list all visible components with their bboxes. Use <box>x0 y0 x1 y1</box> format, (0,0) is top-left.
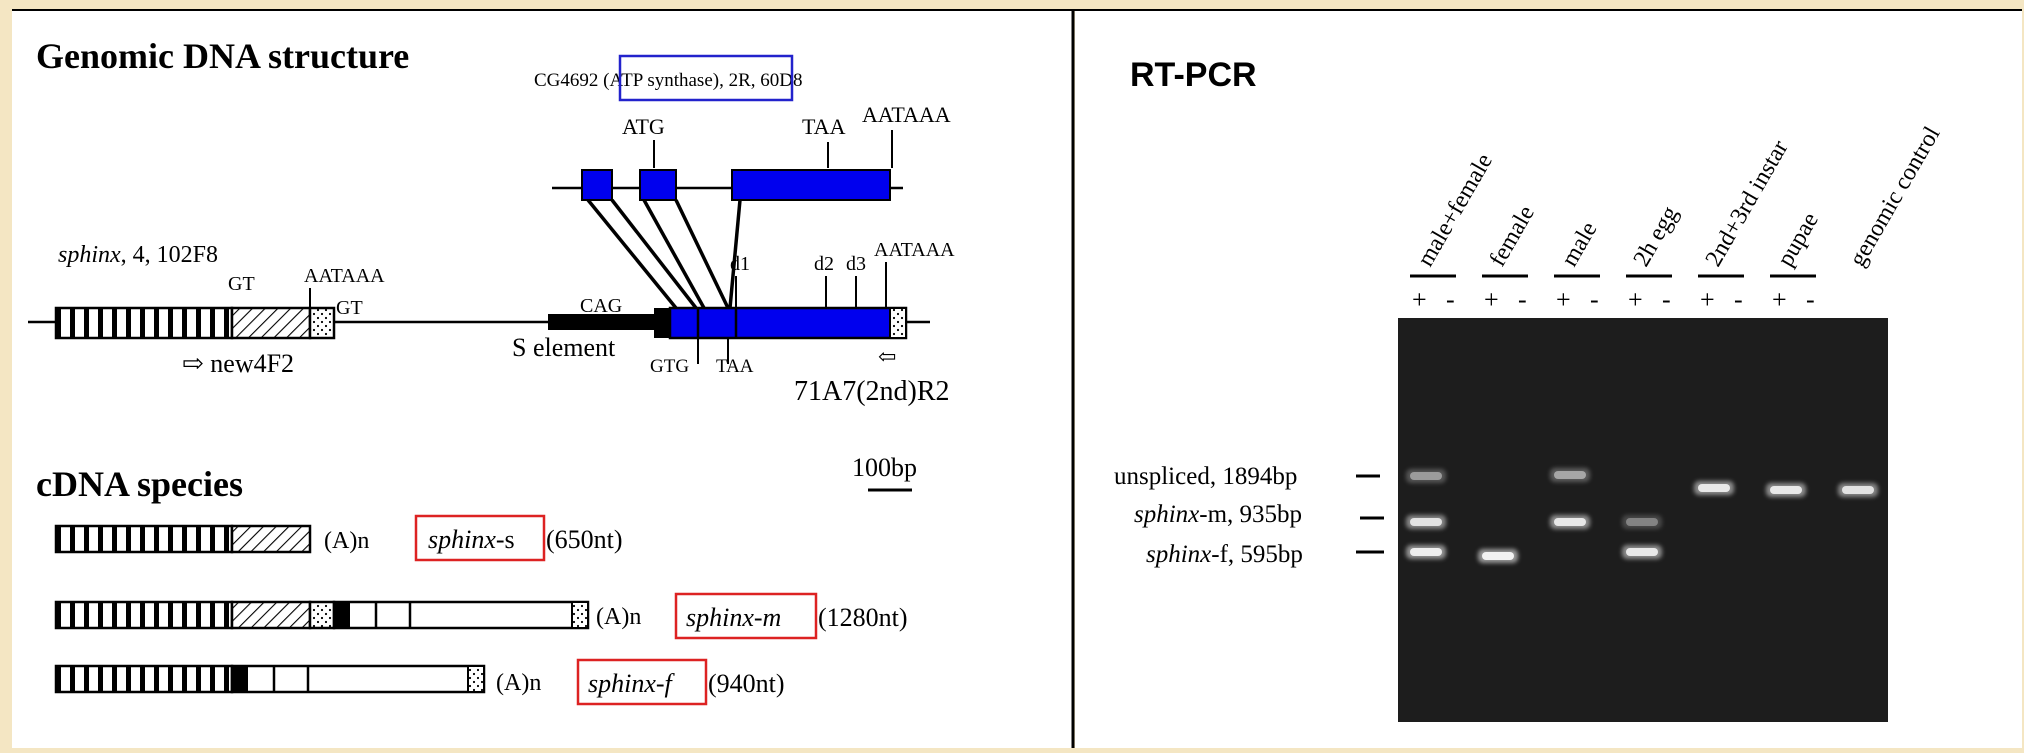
cg-label: CG4692 (ATP synthase), 2R, 60D8 <box>534 70 802 91</box>
gel-band <box>1770 486 1802 494</box>
cg-exon-2 <box>639 169 677 201</box>
plus-mark: + <box>1412 285 1427 314</box>
svg-text:(650nt): (650nt) <box>546 525 623 554</box>
species-s-highlight <box>414 514 546 562</box>
aataaa-mid-label: AATAAA <box>304 265 385 287</box>
minus-mark: - <box>1590 285 1599 314</box>
cg-exon-1 <box>581 169 613 201</box>
gel-band <box>1482 552 1514 560</box>
species-m-name: sphinx-m <box>686 603 781 632</box>
gel-band <box>1410 518 1442 526</box>
d1-label: d1 <box>730 253 750 275</box>
plus-mark: + <box>1772 285 1787 314</box>
gel-band <box>1698 484 1730 492</box>
band-glow <box>1622 515 1662 529</box>
aataaa-top-label: AATAAA <box>862 102 951 127</box>
sphinx-exon-hatched <box>230 306 312 340</box>
taa-top-label: TAA <box>802 114 846 139</box>
plus-mark: + <box>1700 285 1715 314</box>
minus-mark: - <box>1734 285 1743 314</box>
rtpcr-title: RT-PCR <box>1130 56 1257 94</box>
svg-text:(940nt): (940nt) <box>708 669 785 698</box>
cg-highlight-box <box>618 54 794 102</box>
plus-mark: + <box>1628 285 1643 314</box>
gtg-label: GTG <box>650 356 689 377</box>
primer-left-label: ⇨ new4F2 <box>182 349 294 378</box>
svg-text:(A)n: (A)n <box>324 528 369 554</box>
gel-band <box>1410 472 1442 480</box>
cdna-title: cDNA species <box>36 464 243 504</box>
band-size-labels: unspliced, 1894bp sphinx-m, 935bp sphinx… <box>1114 463 1384 568</box>
sphinx-blue-exon <box>668 306 908 340</box>
minus-mark: - <box>1518 285 1527 314</box>
cag-label: CAG <box>580 295 622 317</box>
sphinx-exon-dotted <box>308 306 336 340</box>
gel-bands <box>1406 468 1878 563</box>
plus-mark: + <box>1556 285 1571 314</box>
svg-text:(A)n: (A)n <box>496 670 541 696</box>
cdna-species-m: (A)n sphinx-m (1280nt) <box>54 592 908 640</box>
genomic-title: Genomic DNA structure <box>36 36 409 76</box>
cdna-species-s: (A)n sphinx-s (650nt) <box>54 514 623 562</box>
atg-label: ATG <box>622 114 665 139</box>
lane-marks: +-+-+-+-+-+- <box>1410 274 1816 314</box>
band-label-unspliced: unspliced, 1894bp <box>1114 463 1297 490</box>
sphinx-gene-label: sphinx, 4, 102F8 <box>58 242 218 268</box>
species-s-name: sphinx-s <box>428 525 515 554</box>
gel-band <box>1842 486 1874 494</box>
species-f-highlight <box>576 658 708 706</box>
gel-band <box>1554 471 1586 479</box>
gt1-label: GT <box>228 273 255 295</box>
gt2-label: GT <box>336 297 363 319</box>
sphinx-exon-striped <box>54 306 234 340</box>
cdna-species-f: (A)n sphinx-f (940nt) <box>54 658 785 706</box>
minus-mark: - <box>1446 285 1455 314</box>
d3-label: d3 <box>846 253 866 275</box>
s-element-label: S element <box>512 333 616 362</box>
primer-right-label: 71A7(2nd)R2 <box>794 376 950 407</box>
cg-exon-3 <box>731 169 891 201</box>
d2-label: d2 <box>814 253 834 275</box>
plus-mark: + <box>1484 285 1499 314</box>
aataaa-right-label: AATAAA <box>874 239 955 261</box>
minus-mark: - <box>1662 285 1671 314</box>
band-label-m: sphinx-m, 935bp <box>1134 501 1302 528</box>
gel-band <box>1626 548 1658 556</box>
minus-mark: - <box>1806 285 1815 314</box>
gel-band <box>1626 518 1658 526</box>
taa-bottom-label: TAA <box>716 356 754 377</box>
svg-text:(1280nt): (1280nt) <box>818 603 908 632</box>
gel-band <box>1410 548 1442 556</box>
species-f-name: sphinx-f <box>588 669 676 698</box>
svg-text:(A)n: (A)n <box>596 604 641 630</box>
exon-connectors <box>586 198 742 310</box>
gel-band <box>1554 518 1586 526</box>
scale-bar-label: 100bp <box>852 453 917 482</box>
band-glow <box>1406 469 1446 483</box>
species-m-highlight <box>674 592 818 640</box>
primer-right-arrow: ⇦ <box>878 344 896 369</box>
band-label-f: sphinx-f, 595bp <box>1146 541 1303 568</box>
s-element-bar <box>548 314 658 330</box>
